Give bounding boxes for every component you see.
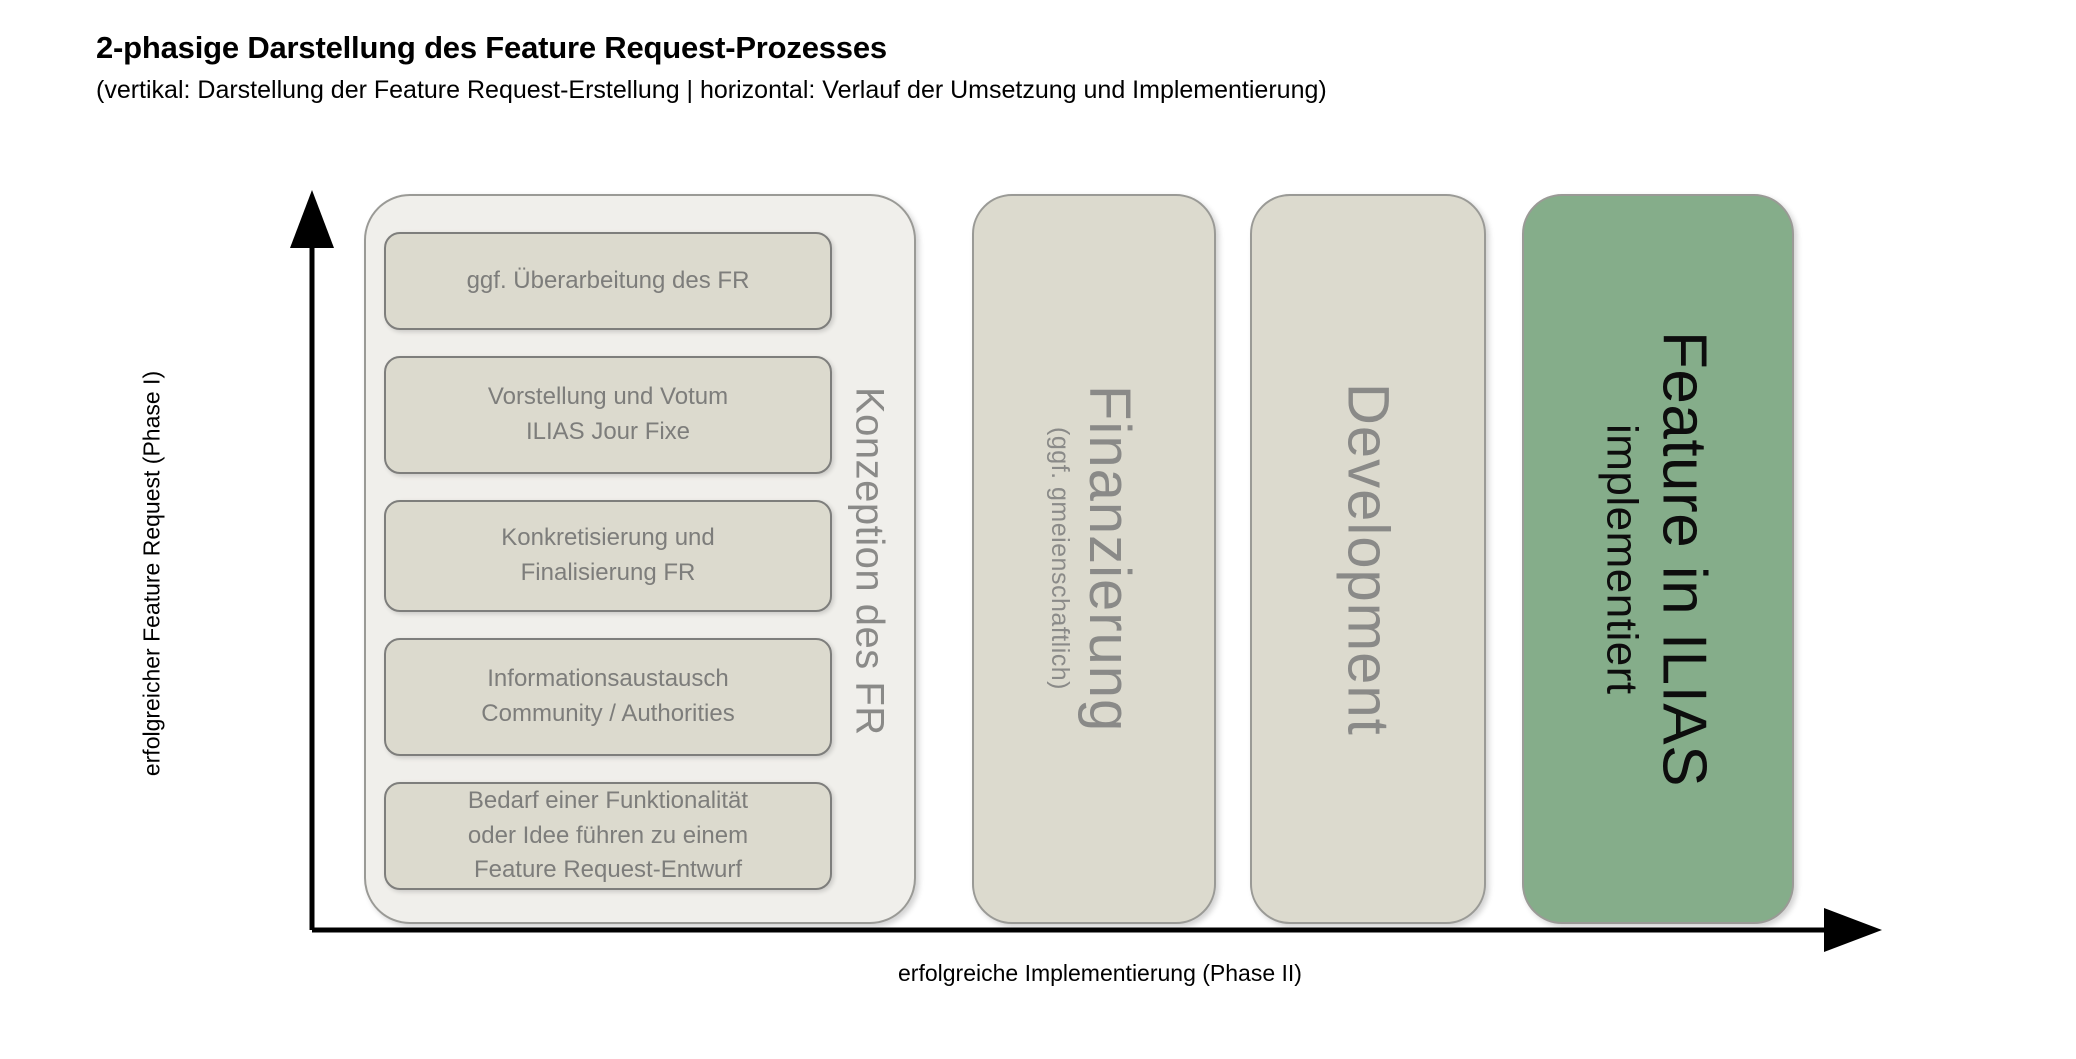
phase-card-subtitle: (ggf. gmeienschaftlich) (1046, 427, 1074, 691)
phase1-step-list: Bedarf einer Funktionalität oder Idee fü… (384, 232, 832, 890)
x-axis-arrowhead (1824, 908, 1882, 952)
phase-card-label-stack: Feature in ILIAS implementiert (1597, 331, 1720, 787)
page-subtitle: (vertikal: Darstellung der Feature Reque… (96, 75, 1327, 104)
phase1-container[interactable]: Bedarf einer Funktionalität oder Idee fü… (364, 194, 916, 924)
step-box-vorstellung-votum[interactable]: Vorstellung und Votum ILIAS Jour Fixe (384, 356, 832, 474)
header: 2-phasige Darstellung des Feature Reques… (96, 30, 1896, 105)
step-box-bedarf-idee[interactable]: Bedarf einer Funktionalität oder Idee fü… (384, 782, 832, 890)
phase-card-label-stack: Development (1335, 383, 1402, 736)
step-line: ILIAS Jour Fixe (525, 418, 691, 445)
process-columns: Bedarf einer Funktionalität oder Idee fü… (364, 194, 1794, 924)
step-box-konkretisierung[interactable]: Konkretisierung und Finalisierung FR (384, 500, 832, 612)
phase-card-title: Finanzierung (1077, 385, 1142, 733)
y-axis-arrowhead (290, 190, 334, 248)
page-title: 2-phasige Darstellung des Feature Reques… (96, 30, 887, 65)
step-line: Bedarf einer Funktionalität (467, 786, 749, 814)
step-line: Feature Request-Entwurf (473, 856, 743, 884)
x-axis-label: erfolgreiche Implementierung (Phase II) (898, 960, 1302, 986)
phase-card-implemented[interactable]: Feature in ILIAS implementiert (1522, 194, 1794, 924)
step-line: Community / Authorities (481, 700, 735, 727)
phase-card-finanzierung[interactable]: Finanzierung (ggf. gmeienschaftlich) (972, 194, 1216, 924)
step-line: Finalisierung FR (520, 559, 696, 586)
phase1-caption: Konzeption des FR (832, 196, 906, 926)
step-line: Konkretisierung und (501, 524, 715, 552)
step-box-informationsaustausch[interactable]: Informationsaustausch Community / Author… (384, 638, 832, 756)
phase-card-title: Feature in ILIAS (1649, 330, 1719, 788)
step-box-ueberarbeitung[interactable]: ggf. Überarbeitung des FR (384, 232, 832, 330)
step-line: oder Idee führen zu einem (467, 821, 749, 849)
step-line: Informationsaustausch (487, 665, 729, 693)
phase-card-subtitle: implementiert (1597, 423, 1647, 695)
y-axis-label: erfolgreicher Feature Request (Phase I) (138, 370, 165, 777)
step-line: ggf. Überarbeitung des FR (466, 266, 750, 294)
phase1-caption-text: Konzeption des FR (847, 386, 892, 736)
step-line: Vorstellung und Votum (487, 383, 729, 411)
phase-card-label-stack: Finanzierung (ggf. gmeienschaftlich) (1045, 385, 1143, 732)
phase-card-title: Development (1335, 382, 1401, 736)
phase-card-development[interactable]: Development (1250, 194, 1486, 924)
